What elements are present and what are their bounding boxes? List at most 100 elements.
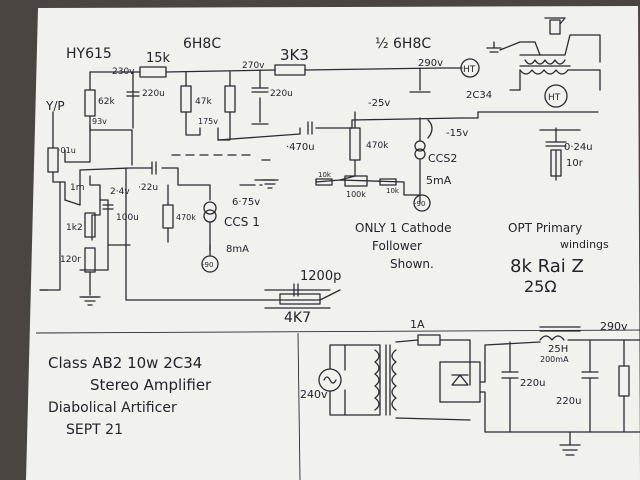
capacitor-220u-a-symbol (126, 91, 140, 97)
capacitor-100u-symbol (102, 204, 114, 210)
resistor-62k-symbol (84, 89, 96, 117)
label-24v: 2·4v (110, 187, 130, 197)
note-follower-1: ONLY 1 Cathode (355, 221, 452, 235)
note-follower-3: Shown. (390, 257, 434, 271)
label-ht-opt: HT (548, 93, 561, 103)
label-10k-b: 10k (386, 187, 400, 195)
label-470u: ·470u (286, 142, 315, 153)
label-47k: 47k (195, 97, 212, 107)
section-divider (35, 329, 640, 334)
label-15k: 15k (146, 51, 171, 66)
ccs-symbols (203, 119, 433, 251)
note-follower-2: Follower (372, 239, 422, 253)
label-62k: 62k (98, 97, 115, 107)
resistor-15k-symbol (139, 66, 167, 78)
label-choke-25h: 25H (548, 344, 568, 355)
resistor-10k-a-symbol (315, 178, 333, 186)
label-neg25v: -25v (368, 98, 390, 109)
label-ps-220u-1: 220u (520, 378, 545, 389)
capacitor-symbols (102, 87, 567, 297)
title-block-border (297, 332, 301, 480)
label-ccs2: CCS2 (428, 152, 457, 165)
resistor-47k-b-symbol (224, 85, 236, 113)
schematic-labels: HY615 6H8C ½ 6H8C 2C34 15k 3K3 220u 220u… (45, 36, 628, 438)
label-hy615: HY615 (66, 46, 112, 62)
ht-badge-top (460, 58, 480, 78)
capacitor-22u-symbol (151, 161, 157, 175)
resistor-120r-symbol (84, 247, 96, 273)
label-100u: 100u (116, 213, 139, 223)
label-175v: 175v (198, 117, 218, 126)
label-4k7: 4K7 (284, 310, 311, 326)
label-470k-a: 470k (176, 213, 196, 222)
fuse-1a-symbol (417, 334, 441, 346)
neg90-badge-ccs2 (413, 194, 431, 212)
title-line-1: Class AB2 10w 2C34 (48, 354, 202, 372)
capacitor-1200p-symbol (293, 283, 299, 297)
label-neg15v: -15v (446, 128, 468, 139)
label-1k2: 1k2 (66, 223, 83, 233)
label-6h8c: 6H8C (183, 36, 221, 52)
capacitor-024u-symbol (545, 141, 567, 147)
label-120r: 120r (60, 255, 81, 265)
ccs2-circle-a (414, 140, 426, 152)
label-290v: 290v (418, 58, 443, 69)
label-675v: 6·75v (232, 197, 260, 208)
paper-sheet (26, 6, 640, 480)
label-neg90-ccs1: -90 (202, 261, 213, 269)
power-supply-wiring (318, 326, 640, 456)
label-024u: 0·24u (564, 142, 593, 153)
label-2c34: 2C34 (466, 90, 492, 101)
label-ccs1-current: 8mA (226, 244, 249, 255)
title-line-3: Diabolical Artificer (48, 400, 177, 416)
label-470k-b: 470k (366, 141, 389, 151)
note-impedance-2: 25Ω (524, 277, 557, 296)
ccs1-circle-a (203, 201, 217, 215)
label-01u: ·01u (58, 146, 76, 155)
note-opt-1: OPT Primary (508, 221, 582, 235)
label-100k: 100k (346, 190, 366, 199)
resistor-470k-a-symbol (162, 204, 174, 229)
label-half-6h8c: ½ 6H8C (375, 36, 431, 52)
title-line-2: Stereo Amplifier (90, 376, 212, 394)
capacitor-470u-symbol (307, 121, 313, 135)
label-1m: 1m (70, 183, 85, 193)
label-choke-current: 200mA (540, 355, 569, 364)
label-ps-220u-2: 220u (556, 396, 581, 407)
resistor-10k-b-symbol (379, 178, 397, 186)
label-3k3: 3K3 (280, 46, 309, 64)
ht-badge-opt (544, 84, 568, 108)
resistor-symbols (47, 64, 562, 305)
resistor-1m-symbol (47, 147, 59, 173)
label-22u: ·22u (138, 183, 158, 193)
ground-symbols (39, 179, 279, 306)
label-230v: 230v (112, 67, 135, 77)
resistor-4k7-symbol (279, 293, 321, 305)
capacitor-220u-b-symbol (251, 87, 269, 93)
note-impedance-1: 8k Rai Z (510, 256, 584, 277)
label-ccs2-current: 5mA (426, 174, 452, 187)
label-ps-290v: 290v (600, 320, 628, 333)
resistor-470k-b-symbol (349, 127, 361, 161)
label-1200p: 1200p (300, 269, 341, 284)
label-10k-a: 10k (318, 171, 332, 179)
label-220u-a: 220u (142, 89, 165, 99)
label-fuse-1a: 1A (410, 318, 425, 331)
title-line-4: SEPT 21 (66, 422, 123, 438)
ccs2-circle-b (414, 148, 426, 160)
label-neg90-ccs2: -90 (414, 200, 425, 208)
label-ht-top: HT (463, 65, 476, 75)
label-input: Y/P (45, 99, 65, 113)
label-ccs1: CCS 1 (224, 215, 260, 229)
label-93v: 93v (92, 117, 107, 126)
label-mains-240v: 240v (300, 388, 328, 401)
label-270v: 270v (242, 61, 265, 71)
resistor-47k-symbol (180, 85, 192, 113)
resistor-10r-symbol (550, 149, 562, 177)
label-220u-b: 220u (270, 89, 293, 99)
resistor-100k-symbol (344, 175, 368, 187)
label-10r: 10r (566, 158, 584, 169)
note-opt-2: windings (560, 238, 609, 251)
resistor-1k2-symbol (84, 212, 96, 238)
